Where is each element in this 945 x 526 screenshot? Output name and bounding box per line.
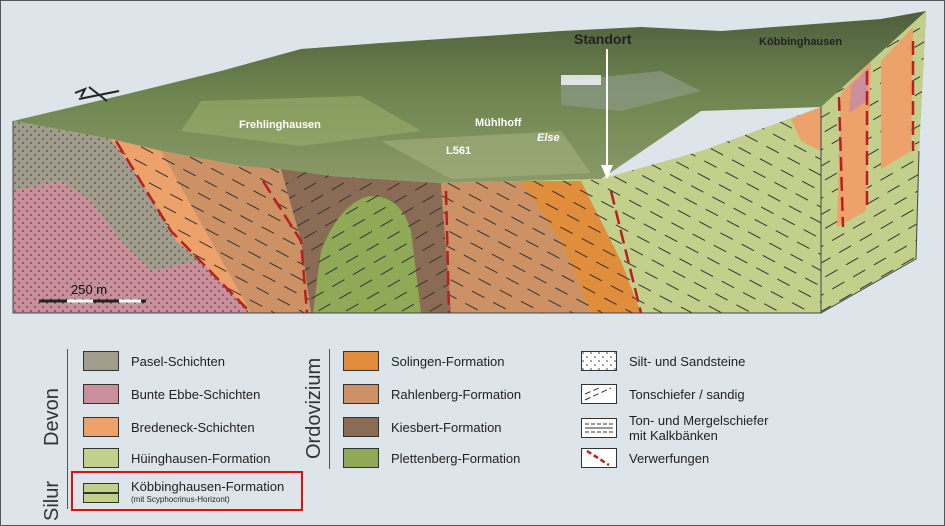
ordovizium-label: Ordovizium <box>303 357 325 459</box>
dashed-lines-icon <box>581 384 617 404</box>
swatch-solingen <box>343 351 379 371</box>
group-bracket-middle <box>329 349 330 469</box>
devon-label: Devon <box>41 388 63 446</box>
legend-item-koebbinghausen: Köbbinghausen-Formation (mit Scyphocrinu… <box>83 479 285 505</box>
legend-item-kiesbert: Kiesbert-Formation <box>343 417 502 437</box>
marl-pattern-icon <box>581 418 617 438</box>
ton-mergel-label-2: mit Kalkbänken <box>629 428 718 443</box>
north-arrow-icon <box>74 86 120 102</box>
legend-item-rahlenberg: Rahlenberg-Formation <box>343 384 521 404</box>
legend-item-silt: Silt- und Sandsteine <box>581 351 745 371</box>
fault-lines <box>114 41 915 314</box>
standort-label: Standort <box>574 31 632 47</box>
frehlinghausen-label: Frehlinghausen <box>239 119 321 131</box>
l561-label: L561 <box>446 145 471 157</box>
ton-mergel-label-1: Ton- und Mergelschiefer <box>629 413 769 428</box>
terrain-surface <box>13 11 926 183</box>
swatch-kiesbert <box>343 417 379 437</box>
swatch-rahlenberg <box>343 384 379 404</box>
group-bracket-left <box>67 349 68 509</box>
legend-item-verwerfungen: Verwerfungen <box>581 448 709 468</box>
swatch-plettenberg <box>343 448 379 468</box>
swatch-hueinghausen <box>83 448 119 468</box>
swatch-bunte-ebbe <box>83 384 119 404</box>
legend-item-solingen: Solingen-Formation <box>343 351 504 371</box>
swatch-koebbinghausen <box>83 483 119 503</box>
fault-line-icon <box>581 448 617 468</box>
legend-item-ton-mergel: Ton- und Mergelschiefer mit Kalkbänken <box>581 413 768 443</box>
koebbinghausen-legend-label: Köbbinghausen-Formation <box>131 479 285 494</box>
silur-label: Silur <box>41 480 63 521</box>
highlight-box <box>71 471 303 511</box>
legend-item-pasel: Pasel-Schichten <box>83 351 225 371</box>
legend-item-bredeneck: Bredeneck-Schichten <box>83 417 255 437</box>
koebbinghausen-sublabel: (mit Scyphocrinus-Horizont) <box>131 495 230 504</box>
dotted-pattern-icon <box>581 351 617 371</box>
swatch-bredeneck <box>83 417 119 437</box>
swatch-pasel <box>83 351 119 371</box>
legend: Devon Silur Ordovizium Pasel-Schichten B… <box>1 331 944 525</box>
geological-block-diagram: Standort Köbbinghausen Frehlinghausen Mü… <box>1 1 944 331</box>
scale-label: 250 m <box>71 282 107 297</box>
legend-item-hueinghausen: Hüinghausen-Formation <box>83 448 270 468</box>
legend-item-plettenberg: Plettenberg-Formation <box>343 448 520 468</box>
legend-item-tonschiefer: Tonschiefer / sandig <box>581 384 745 404</box>
legend-item-bunte-ebbe: Bunte Ebbe-Schichten <box>83 384 260 404</box>
muehlhoff-label: Mühlhoff <box>475 117 522 129</box>
else-label: Else <box>537 132 560 144</box>
koebbinghausen-label: Köbbinghausen <box>759 36 842 48</box>
